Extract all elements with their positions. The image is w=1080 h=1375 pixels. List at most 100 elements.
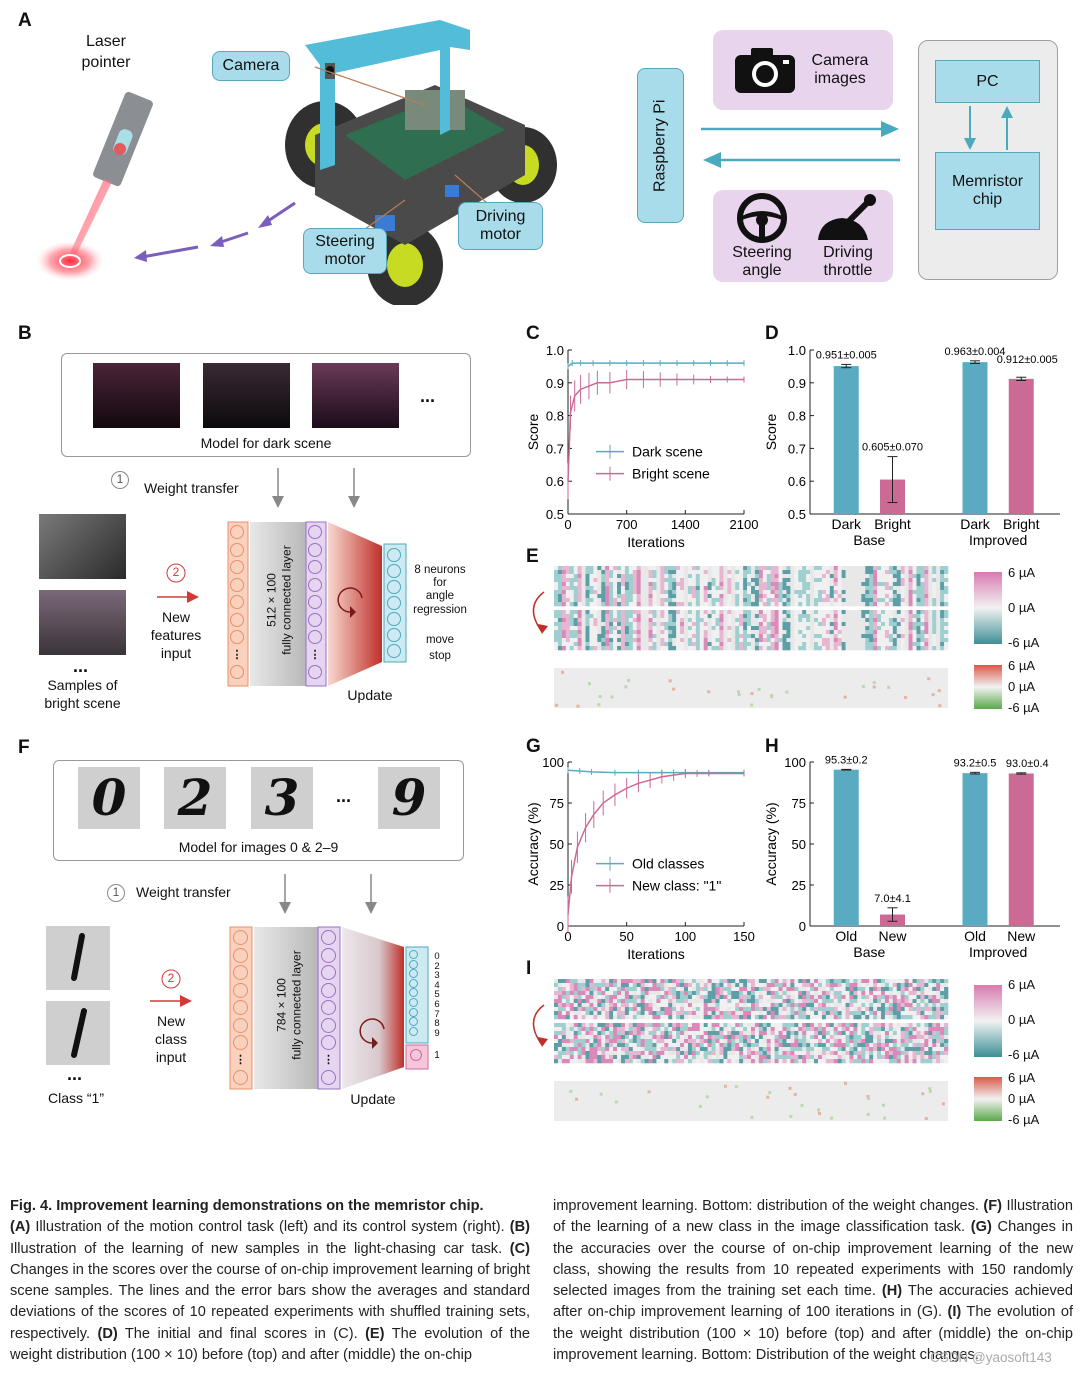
heat-cell [573,1015,578,1020]
heat-cell [908,1011,913,1016]
heat-cell [707,983,712,988]
heat-cell [715,1011,720,1016]
heat-cell [806,598,811,603]
heat-cell [782,574,787,579]
heat-cell [561,626,567,631]
heat-cell [865,638,870,643]
neuron [409,998,418,1007]
heat-cell [664,626,669,631]
y-tick-label: 0.6 [546,474,564,489]
neuron [233,1070,248,1085]
heat-cell [569,1035,574,1040]
heat-cell [624,582,630,587]
heat-cell [707,598,712,603]
heat-cell [944,610,949,615]
heat-cell [896,979,902,984]
heat-cell [873,1015,878,1020]
heat-cell [770,1023,775,1028]
heat-cell [794,642,799,647]
heat-cell [573,979,578,984]
heat-cell [624,602,630,607]
heat-cell [884,626,890,631]
change-cell [938,704,942,708]
heat-cell [640,979,645,984]
change-cell [924,1117,928,1121]
heat-cell [636,578,641,583]
heat-cell [900,995,905,1000]
x-tick-label: 0 [564,517,571,532]
heat-cell [928,987,933,992]
heat-cell [656,1043,661,1048]
heat-cell [884,634,890,639]
heat-cell [869,1031,874,1036]
heat-cell [920,1039,925,1044]
heat-cell [617,642,622,647]
heat-cell [774,630,779,635]
heat-cell [762,1059,768,1064]
heat-cell [841,983,846,988]
class-1-sample-2 [46,1001,110,1065]
heat-cell [680,1035,685,1040]
heat-cell [644,570,649,575]
heat-cell [601,618,606,623]
heat-cell [782,983,787,988]
heat-cell [699,634,705,639]
heat-cell [837,1055,842,1060]
heat-cell [798,586,803,591]
heat-cell [786,1039,791,1044]
heat-cell [668,590,673,595]
heat-cell [754,602,760,607]
heat-cell [778,1007,783,1012]
heat-cell [687,1043,693,1048]
heat-cell [731,590,736,595]
neuron [233,965,248,980]
heat-cell [601,983,606,988]
heat-cell [672,602,677,607]
heat-cell [664,574,669,579]
heat-cell [825,1039,831,1044]
heat-cell [703,590,708,595]
heat-cell [703,566,708,571]
change-cell [734,1085,738,1089]
heat-cell [944,991,949,996]
heat-cell [766,999,771,1004]
heat-cell [601,642,606,647]
heat-cell [593,1043,598,1048]
heat-cell [684,1003,689,1008]
heat-cell [668,594,673,599]
heat-cell [845,642,850,647]
heat-cell [857,602,862,607]
heat-cell [912,1055,917,1060]
heat-cell [810,1047,815,1052]
heat-cell [892,594,898,599]
heat-cell [577,586,582,591]
heat-cell [648,995,653,1000]
digit-model-label: Model for images 0 & 2–9 [178,839,339,855]
heat-cell [936,614,941,619]
heat-cell [565,586,571,591]
heat-cell [821,586,827,591]
heat-cell [790,622,795,627]
heat-cell [790,646,795,651]
heat-cell [640,1035,645,1040]
heat-cell [731,1007,736,1012]
heat-cell [912,566,917,571]
heat-cell [928,630,933,635]
heat-cell [841,598,846,603]
heat-cell [877,1007,882,1012]
heat-cell [581,566,586,571]
heat-cell [589,590,594,595]
heat-cell [920,566,925,571]
heat-cell [668,1023,673,1028]
heat-cell [632,1047,638,1052]
heat-cell [829,622,835,627]
heat-cell [770,614,775,619]
dark-model-label: Model for dark scene [200,435,332,451]
heat-cell [747,598,752,603]
heat-cell [695,1055,701,1060]
heat-cell [806,1035,811,1040]
heat-cell [873,634,878,639]
heat-cell [841,618,846,623]
change-cell [672,687,676,691]
heat-cell [664,1027,669,1032]
